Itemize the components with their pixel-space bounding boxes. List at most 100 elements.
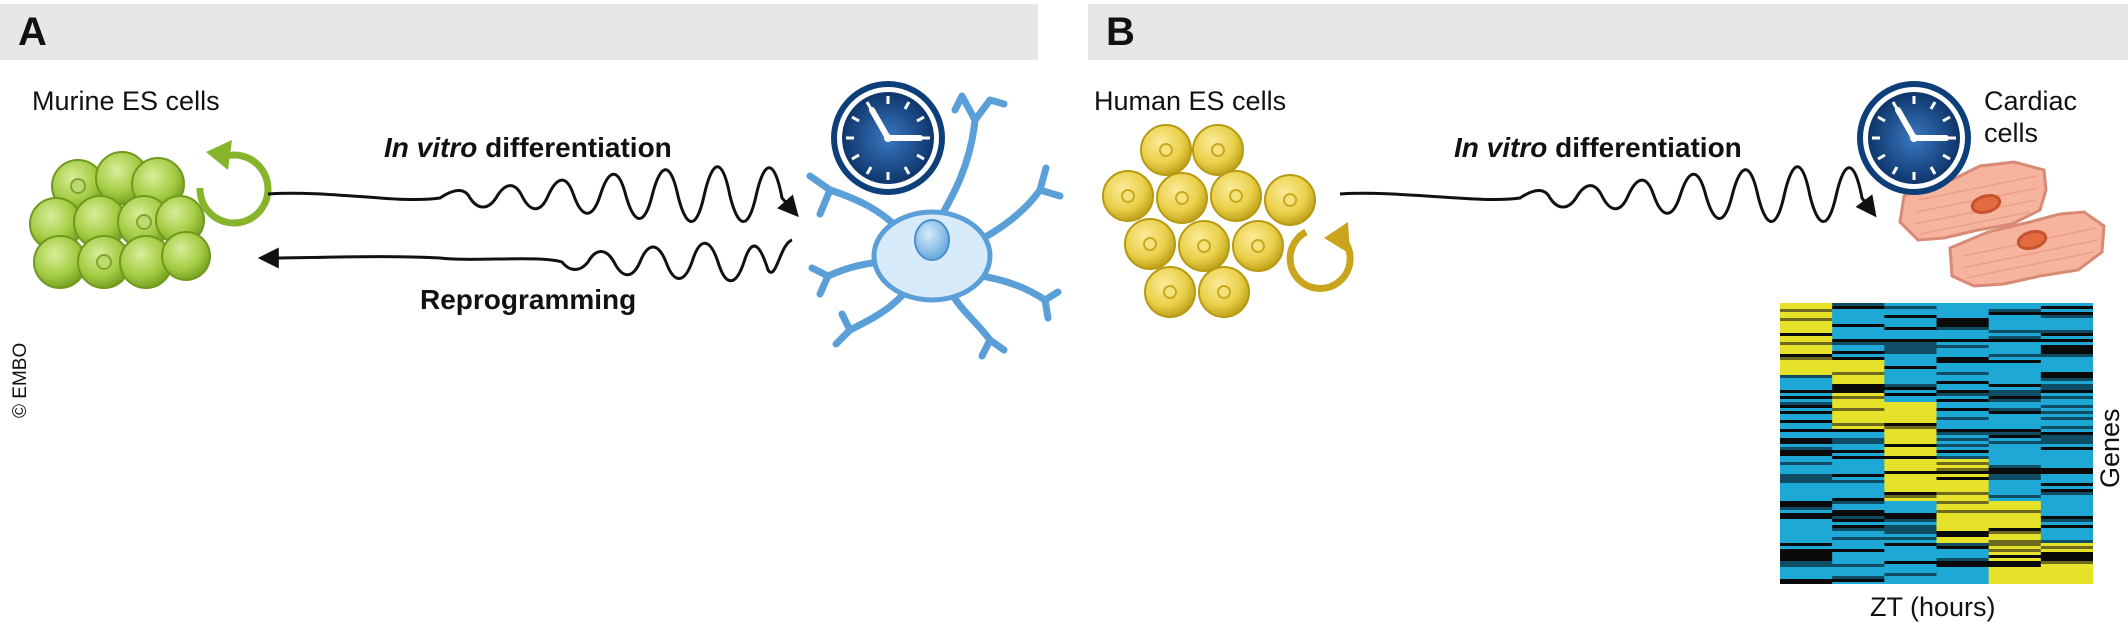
- heatmap-cell: [2040, 474, 2093, 477]
- heatmap-cell: [1988, 531, 2042, 534]
- heatmap-cell: [1884, 303, 1937, 306]
- heatmap-cell: [1884, 333, 1937, 336]
- heatmap-cell: [2040, 507, 2093, 510]
- heatmap-cell: [1780, 468, 1833, 471]
- heatmap-cell: [1884, 369, 1937, 372]
- heatmap-cell: [1988, 435, 2042, 438]
- heatmap-cell: [2040, 333, 2093, 336]
- heatmap-cell: [2040, 303, 2093, 306]
- heatmap-y-label: Genes: [2095, 408, 2125, 488]
- heatmap-cell: [1988, 486, 2042, 489]
- heatmap-cell: [1936, 549, 1990, 552]
- heatmap-cell: [1780, 381, 1833, 384]
- copyright-text: © EMBO: [10, 342, 31, 418]
- heatmap-cell: [1884, 564, 1937, 567]
- heatmap-cell: [1780, 399, 1833, 402]
- heatmap-cell: [1780, 531, 1833, 534]
- heatmap-cell: [1884, 558, 1937, 561]
- heatmap-cell: [1988, 555, 2042, 558]
- heatmap-cell: [2040, 339, 2093, 342]
- heatmap-cell: [2040, 369, 2093, 372]
- heatmap-cell: [1988, 411, 2042, 414]
- heatmap-cell: [1780, 480, 1833, 483]
- heatmap-cell: [1988, 534, 2042, 537]
- heatmap-cell: [1988, 372, 2042, 375]
- heatmap-cell: [2040, 552, 2093, 555]
- heatmap-cell: [1936, 333, 1990, 336]
- heatmap-cell: [1884, 462, 1937, 465]
- gene-expression-heatmap: [1780, 303, 2093, 584]
- heatmap-cell: [1988, 522, 2042, 525]
- heatmap-cell: [1832, 558, 1885, 561]
- cardiac-cells-label-line2: cells: [1984, 118, 2039, 148]
- heatmap-cell: [2040, 396, 2093, 399]
- heatmap-cell: [1780, 552, 1833, 555]
- heatmap-cell: [2040, 567, 2093, 570]
- heatmap-cell: [1884, 471, 1937, 474]
- heatmap-cell: [1936, 438, 1990, 441]
- heatmap-cell: [1780, 414, 1833, 417]
- heatmap-cell: [2040, 408, 2093, 411]
- heatmap-cell: [1988, 480, 2042, 483]
- heatmap-cell: [1988, 426, 2042, 429]
- heatmap-cell: [1988, 321, 2042, 324]
- heatmap-cell: [1988, 582, 2042, 584]
- heatmap-cell: [1936, 525, 1990, 528]
- heatmap-cell: [1988, 318, 2042, 321]
- heatmap-cell: [1832, 549, 1885, 552]
- heatmap-cell: [1884, 534, 1937, 537]
- heatmap-cell: [1884, 477, 1937, 480]
- heatmap-cell: [1936, 369, 1990, 372]
- heatmap-cell: [1780, 450, 1833, 453]
- heatmap-cell: [2040, 312, 2093, 315]
- heatmap-cell: [1936, 306, 1990, 309]
- heatmap-cell: [1780, 318, 1833, 321]
- heatmap-cell: [1988, 558, 2042, 561]
- heatmap-cell: [1936, 348, 1990, 351]
- heatmap-cell: [1884, 366, 1937, 369]
- heatmap-cell: [1780, 306, 1833, 309]
- heatmap-cell: [2040, 531, 2093, 534]
- heatmap-cell: [1988, 342, 2042, 345]
- heatmap-cell: [1884, 324, 1937, 327]
- heatmap-cell: [1936, 576, 1990, 579]
- wavy-arrow-icon: [257, 238, 793, 283]
- heatmap-cell: [1988, 315, 2042, 318]
- heatmap-cell: [2040, 354, 2093, 357]
- heatmap-cell: [1832, 582, 1885, 584]
- heatmap-cell: [2040, 363, 2093, 366]
- heatmap-cell: [1884, 501, 1937, 504]
- cycle-arrow-icon: [196, 140, 272, 227]
- heatmap-cell: [2040, 405, 2093, 408]
- heatmap-cell: [1832, 483, 1885, 486]
- heatmap-cell: [1884, 402, 1937, 405]
- heatmap-cell: [1884, 513, 1937, 516]
- heatmap-cell: [1832, 567, 1885, 570]
- heatmap-cell: [1832, 336, 1885, 339]
- heatmap-cell: [2040, 417, 2093, 420]
- heatmap-cell: [1780, 477, 1833, 480]
- heatmap-cell: [2040, 306, 2093, 309]
- heatmap-cell: [1780, 387, 1833, 390]
- heatmap-cell: [1832, 579, 1885, 582]
- heatmap-cell: [2040, 564, 2093, 567]
- heatmap-cell: [1780, 453, 1833, 456]
- heatmap-cell: [1936, 375, 1990, 378]
- heatmap-cell: [1884, 321, 1937, 324]
- heatmap-cell: [1832, 546, 1885, 549]
- heatmap-cell: [1832, 321, 1885, 324]
- heatmap-cell: [1832, 528, 1885, 531]
- heatmap-cell: [1832, 369, 1885, 372]
- heatmap-cell: [1832, 324, 1885, 327]
- heatmap-cell: [1936, 450, 1990, 453]
- heatmap-cell: [2040, 414, 2093, 417]
- heatmap-cell: [1936, 339, 1990, 342]
- heatmap-cell: [1884, 528, 1937, 531]
- heatmap-cell: [1780, 336, 1833, 339]
- heatmap-cell: [1936, 516, 1990, 519]
- heatmap-cell: [1884, 381, 1937, 384]
- heatmap-cell: [1780, 351, 1833, 354]
- heatmap-cell: [2040, 471, 2093, 474]
- heatmap-cell: [1988, 330, 2042, 333]
- heatmap-cell: [1988, 333, 2042, 336]
